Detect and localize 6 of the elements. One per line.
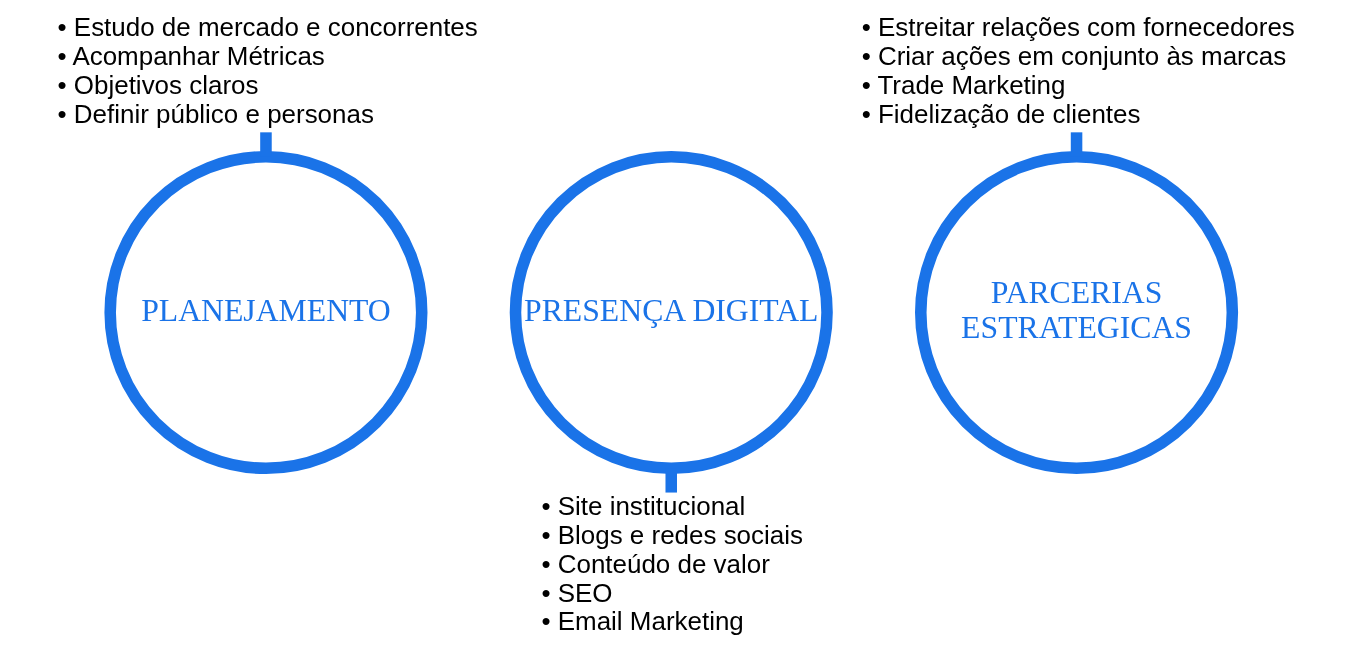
- node-circle: PRESENÇA DIGITAL: [509, 151, 833, 475]
- node-circle: PARCERIAS ESTRATEGICAS: [915, 151, 1239, 475]
- node-text: • Estreitar relações com fornecedores • Criar ações em conjunto às marcas • Trade Marketing • Fidelização de clientes: [861, 12, 1295, 129]
- node-text: • Estudo de mercado e concorrentes • Acompanhar Métricas • Objetivos claros • Definir público e personas: [57, 12, 478, 129]
- node-circle: PLANEJAMENTO: [104, 151, 428, 475]
- node-text: • Site institucional • Blogs e redes sociais • Conteúdo de valor • SEO • Email Marketing: [541, 491, 803, 637]
